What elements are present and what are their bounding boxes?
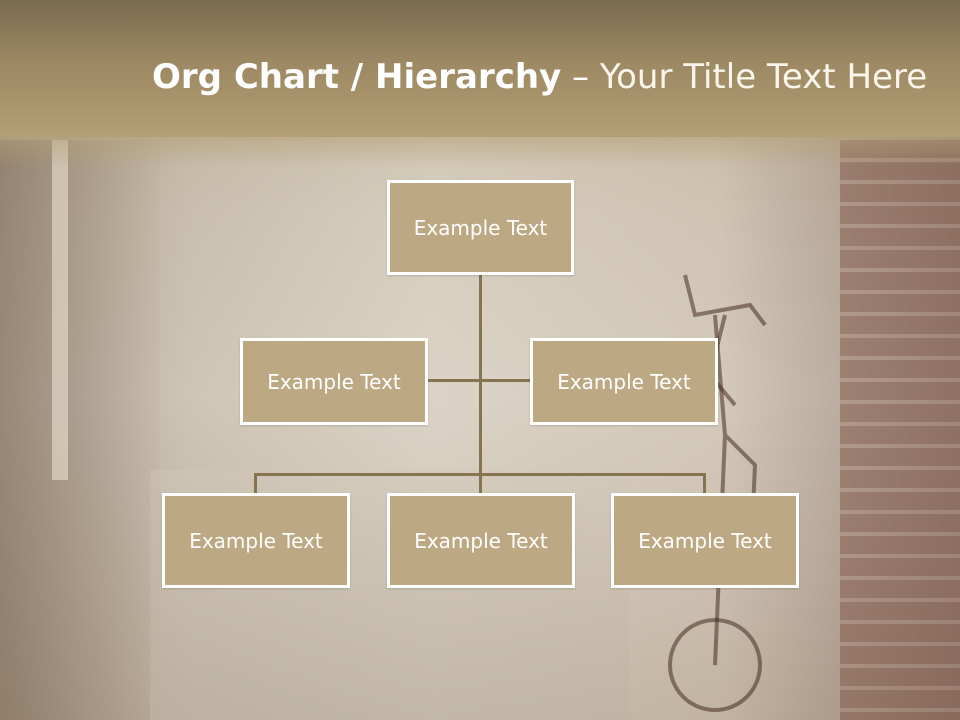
title-bar — [0, 0, 960, 137]
background-left-wall — [0, 140, 160, 720]
org-node-top[interactable]: Example Text — [387, 180, 574, 275]
slide-title[interactable]: Org Chart / Hierarchy – Your Title Text … — [152, 52, 927, 102]
org-node-bottom-right[interactable]: Example Text — [611, 493, 799, 588]
background-pole — [52, 140, 68, 480]
connector-trunk — [479, 273, 482, 495]
connector-bottom-bar — [254, 473, 706, 476]
background-brick-wall — [840, 140, 960, 720]
org-node-mid-right[interactable]: Example Text — [530, 338, 718, 425]
org-node-mid-left[interactable]: Example Text — [240, 338, 428, 425]
org-node-bottom-left[interactable]: Example Text — [162, 493, 350, 588]
title-dash: – — [561, 57, 600, 97]
connector-bottom-right — [703, 473, 706, 495]
title-bar-fade — [0, 137, 960, 167]
title-bold: Org Chart / Hierarchy — [152, 57, 562, 97]
title-rest: Your Title Text Here — [599, 57, 928, 97]
connector-bottom-left — [254, 473, 257, 495]
connector-assistant-bar — [428, 379, 533, 382]
org-node-bottom-center[interactable]: Example Text — [387, 493, 575, 588]
bicycle-illustration — [668, 274, 767, 712]
